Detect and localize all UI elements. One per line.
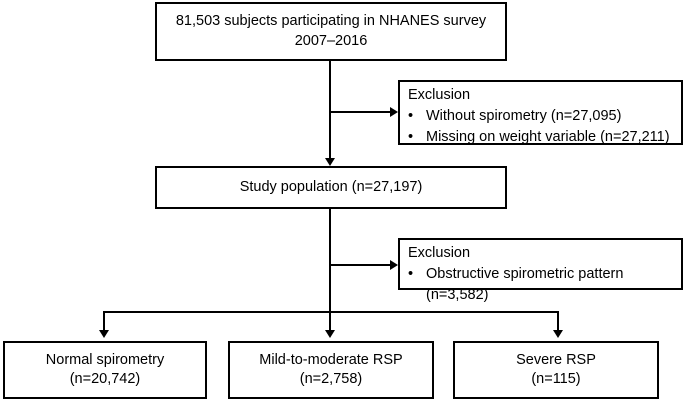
list-item-label: Missing on weight variable (n=27,211) (426, 128, 670, 145)
arrowhead-to-exclusion-2 (390, 260, 398, 270)
bullet-icon: • (408, 128, 414, 145)
connector-study-population-to-split (329, 209, 331, 313)
node-exclusion-2-list: • Obstructive spirometric pattern (n=3,5… (400, 264, 681, 306)
list-item-label: Without spirometry (n=27,095) (426, 107, 622, 124)
connector-split-bar (103, 311, 559, 313)
node-enrolled-subjects: 81,503 subjects participating in NHANES … (155, 2, 507, 61)
node-enrolled-subjects-label: 81,503 subjects participating in NHANES … (175, 13, 487, 49)
node-severe-rsp: Severe RSP (n=115) (453, 341, 659, 399)
list-item: • Obstructive spirometric pattern (n=3,5… (400, 264, 681, 306)
node-severe-rsp-label: Severe RSP (n=115) (516, 351, 596, 387)
connector-to-exclusion-1 (329, 111, 391, 113)
node-mild-to-moderate-rsp-label: Mild-to-moderate RSP (n=2,758) (259, 351, 403, 387)
node-study-population: Study population (n=27,197) (155, 166, 507, 209)
connector-split-to-mild-moderate (329, 311, 331, 333)
connector-to-exclusion-2 (329, 264, 391, 266)
arrowhead-to-normal-spirometry (99, 330, 109, 338)
node-mild-to-moderate-rsp: Mild-to-moderate RSP (n=2,758) (228, 341, 434, 399)
node-exclusion-2-title: Exclusion (408, 245, 471, 261)
arrowhead-to-severe-rsp (553, 330, 563, 338)
node-exclusion-1-title: Exclusion (408, 87, 471, 103)
node-exclusion-1: Exclusion • Without spirometry (n=27,095… (398, 80, 683, 145)
node-normal-spirometry-label: Normal spirometry (n=20,742) (45, 351, 165, 387)
bullet-icon: • (408, 265, 414, 282)
bullet-icon: • (408, 107, 414, 124)
connector-split-to-normal (103, 311, 105, 333)
list-item-label: Obstructive spirometric pattern (n=3,582… (426, 265, 624, 303)
node-study-population-label: Study population (n=27,197) (239, 178, 423, 195)
node-exclusion-1-list: • Without spirometry (n=27,095) • Missin… (400, 106, 681, 148)
arrowhead-to-study-population (325, 158, 335, 166)
connector-split-to-severe (557, 311, 559, 333)
list-item: • Without spirometry (n=27,095) (400, 106, 681, 127)
arrowhead-to-mild-to-moderate-rsp (325, 330, 335, 338)
list-item: • Missing on weight variable (n=27,211) (400, 127, 681, 148)
node-normal-spirometry: Normal spirometry (n=20,742) (3, 341, 207, 399)
node-exclusion-2: Exclusion • Obstructive spirometric patt… (398, 238, 683, 303)
arrowhead-to-exclusion-1 (390, 107, 398, 117)
